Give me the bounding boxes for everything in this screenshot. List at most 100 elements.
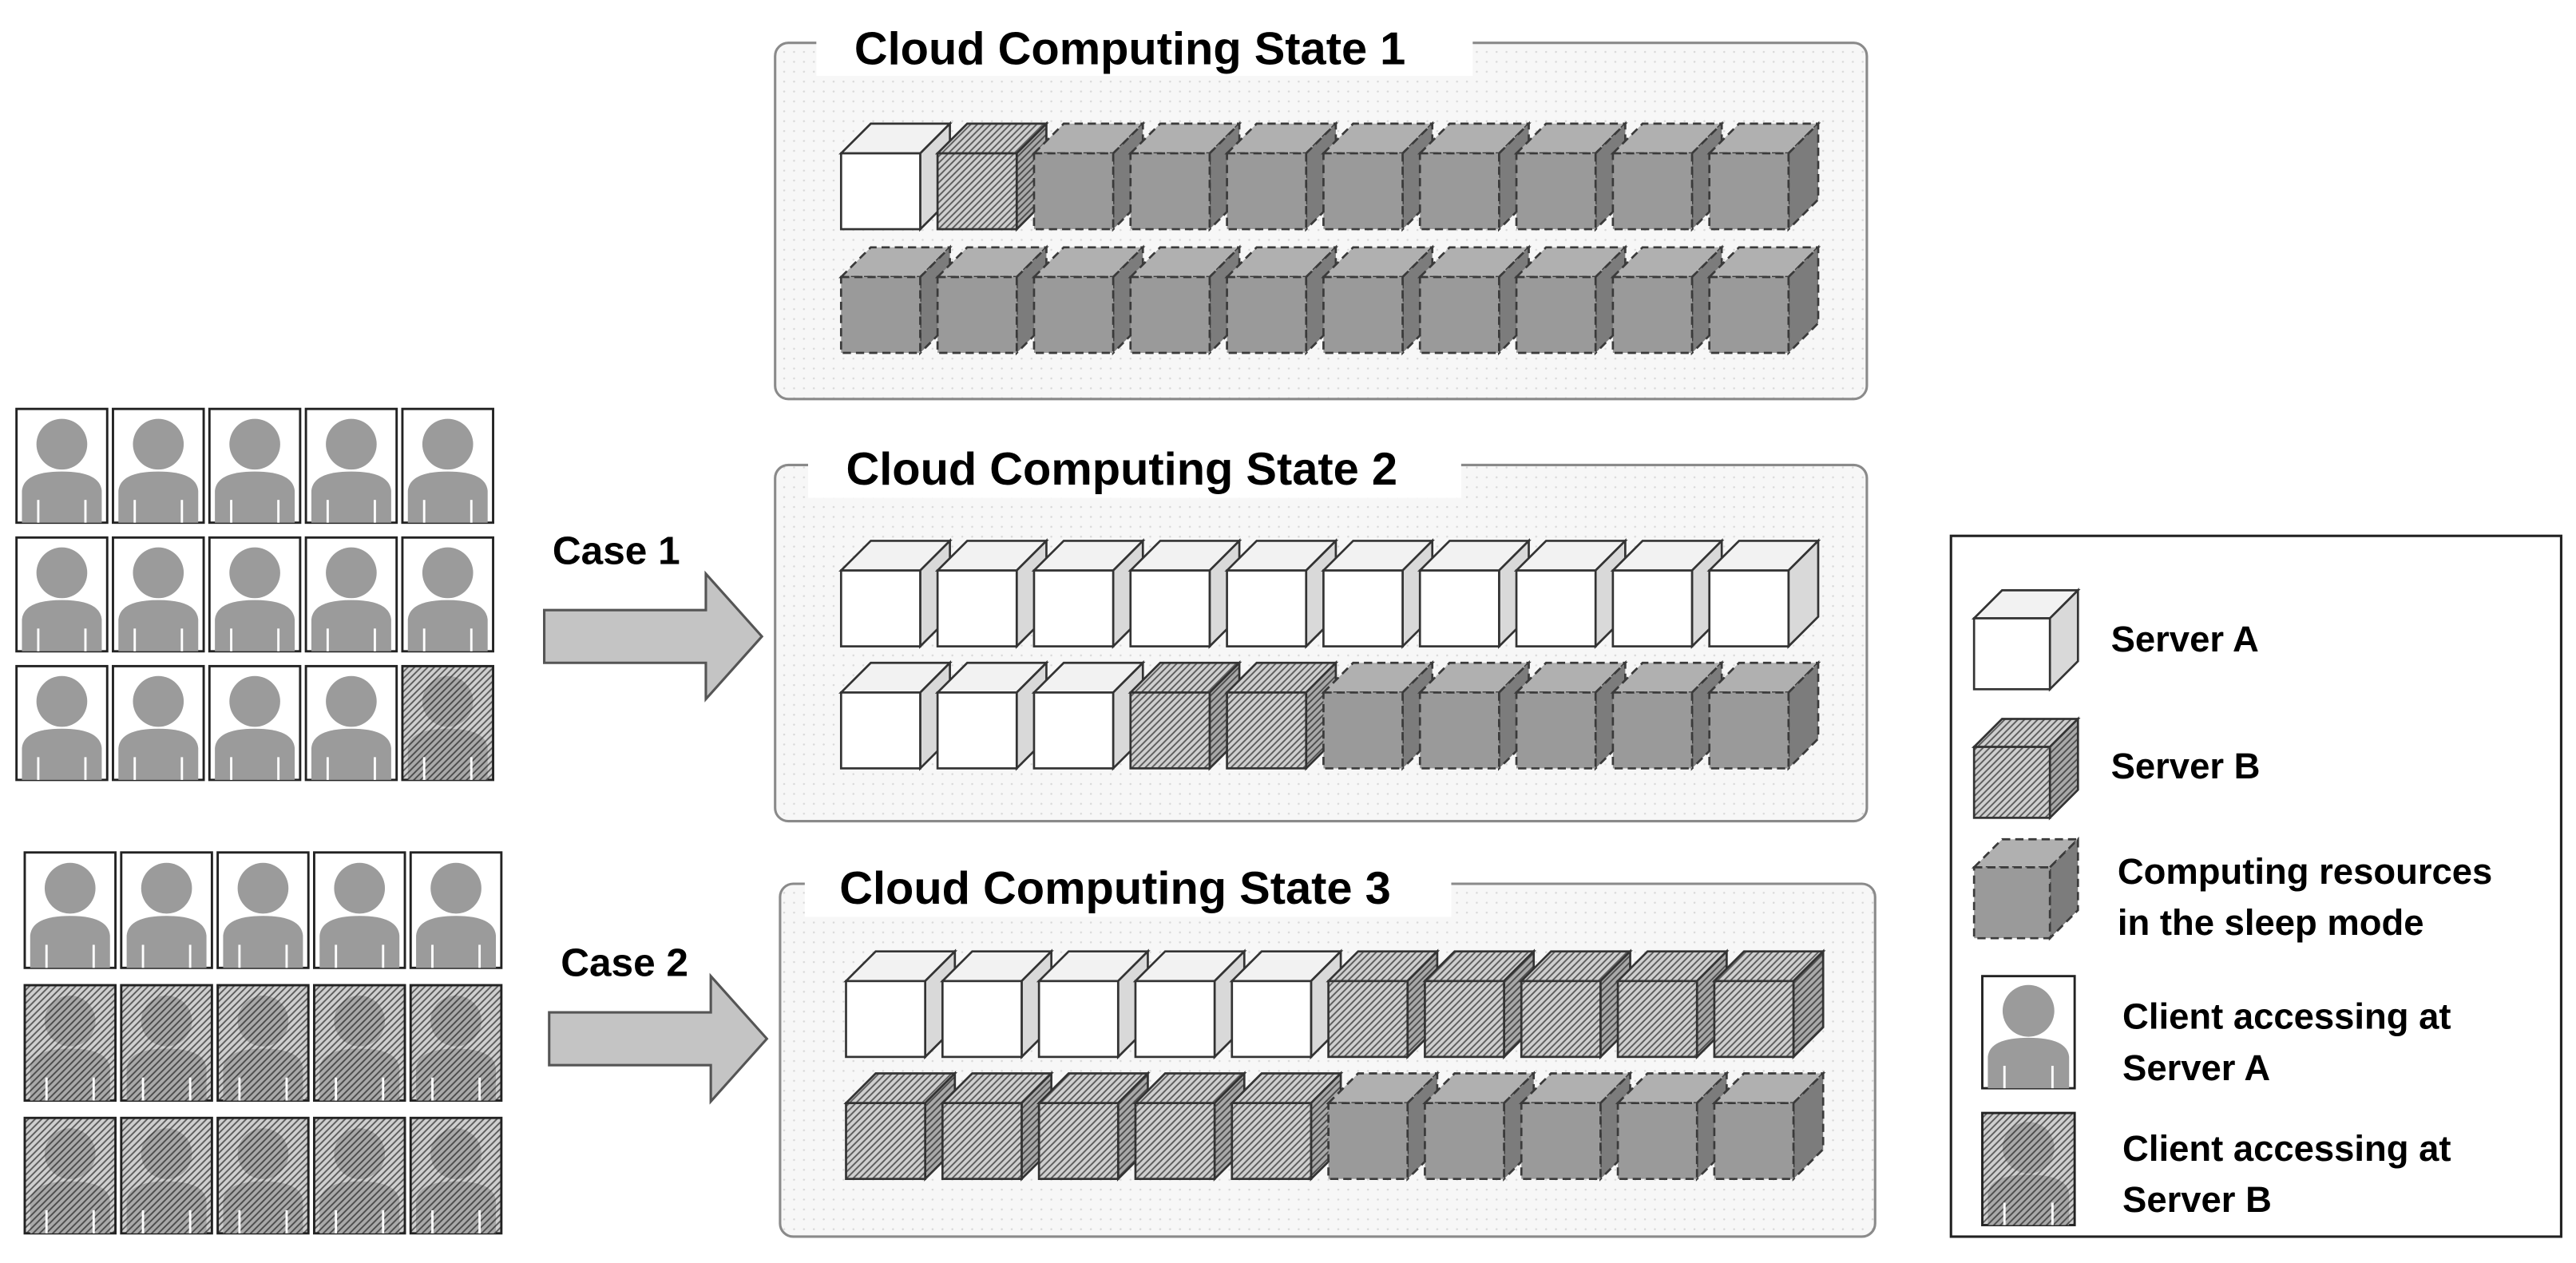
sleep-mode-cube [1326, 1071, 1441, 1182]
server-b-cube [1711, 948, 1826, 1060]
client-server-b-icon [401, 664, 494, 782]
sleep-mode-cube [1610, 121, 1725, 232]
client-server-a-icon [120, 851, 213, 969]
sleep-mode-cube [1615, 1071, 1730, 1182]
client-server-b-icon [409, 1116, 503, 1235]
client-server-b-icon [312, 984, 406, 1103]
server-b-cube [1229, 1071, 1344, 1182]
sleep-mode-cube [1518, 1071, 1633, 1182]
sleep-mode-cube [1417, 121, 1532, 232]
client-server-b-icon [312, 1116, 406, 1235]
client-server-a-icon [312, 851, 406, 969]
server-a-cube [1417, 538, 1532, 649]
client-server-a-icon [15, 664, 109, 782]
sleep-mode-cube [1513, 660, 1628, 771]
sleep-mode-icon [1971, 836, 2081, 941]
server-a-cube [1127, 538, 1242, 649]
server-b-cube [1132, 1071, 1247, 1182]
client-server-a-icon [1981, 975, 2076, 1090]
sleep-mode-cube [1422, 1071, 1536, 1182]
sleep-mode-cube [1224, 121, 1339, 232]
client-server-a-icon [304, 664, 398, 782]
server-b-cube [1518, 948, 1633, 1060]
client-server-b-icon [216, 984, 310, 1103]
state-title-bg [807, 438, 1461, 498]
client-server-b-icon [120, 1116, 213, 1235]
server-a-cube [934, 660, 1049, 771]
client-server-b-icon [1981, 1111, 2076, 1226]
state-title-bg [816, 16, 1473, 77]
server-a-cube [838, 660, 953, 771]
client-server-b-icon [409, 984, 503, 1103]
sleep-mode-cube [1224, 244, 1339, 356]
server-a-cube [1132, 948, 1247, 1060]
client-grid-case-2 [23, 851, 503, 1235]
server-a-cube [838, 121, 953, 232]
sleep-mode-cube [1513, 121, 1628, 232]
server-a-icon [1971, 588, 2081, 692]
state-panel-1: Cloud Computing State 1 [774, 16, 1869, 401]
server-a-cube [1610, 538, 1725, 649]
client-server-b-icon [23, 1116, 117, 1235]
server-a-cube [1036, 948, 1151, 1060]
server-b-cube [1036, 1071, 1151, 1182]
sleep-mode-cube [1127, 121, 1242, 232]
server-b-icon [1971, 716, 2081, 821]
client-server-a-icon [208, 664, 302, 782]
state-title-bg [804, 857, 1452, 917]
sleep-mode-cube [1321, 660, 1435, 771]
client-server-b-icon [120, 984, 213, 1103]
server-a-cube [838, 538, 953, 649]
state-title: Cloud Computing State 1 [854, 24, 1406, 75]
sleep-mode-cube [1031, 244, 1146, 356]
client-server-a-icon [401, 536, 494, 653]
state-panel-3: Cloud Computing State 3 [779, 857, 1877, 1238]
server-a-cube [940, 948, 1054, 1060]
client-server-a-icon [208, 536, 302, 653]
server-b-cube [940, 1071, 1054, 1182]
sleep-mode-cube [1513, 244, 1628, 356]
server-a-cube [1229, 948, 1344, 1060]
state-title: Cloud Computing State 2 [846, 444, 1397, 495]
client-server-b-icon [216, 1116, 310, 1235]
server-a-cube [843, 948, 958, 1060]
sleep-mode-cube [1610, 244, 1725, 356]
client-server-a-icon [401, 407, 494, 525]
case-label: Case 2 [561, 940, 688, 985]
client-server-a-icon [216, 851, 310, 969]
legend-label-server-a: Server A [2111, 619, 2259, 659]
sleep-mode-cube [1031, 121, 1146, 232]
server-b-cube [934, 121, 1049, 232]
server-a-cube [1706, 538, 1821, 649]
right-arrow-icon [543, 570, 764, 703]
sleep-mode-cube [1706, 244, 1821, 356]
sleep-mode-cube [1127, 244, 1242, 356]
case-1-arrow: Case 1 [543, 528, 764, 703]
server-b-cube [1224, 660, 1339, 771]
sleep-mode-cube [1321, 244, 1435, 356]
sleep-mode-cube [838, 244, 953, 356]
server-b-cube [1422, 948, 1536, 1060]
client-server-a-icon [15, 536, 109, 653]
sleep-mode-cube [1417, 660, 1532, 771]
client-grid-case-1 [15, 407, 494, 782]
server-b-cube [843, 1071, 958, 1182]
client-server-a-icon [409, 851, 503, 969]
client-server-a-icon [304, 536, 398, 653]
sleep-mode-cube [934, 244, 1049, 356]
sleep-mode-cube [1610, 660, 1725, 771]
state-panel-2: Cloud Computing State 2 [774, 438, 1869, 823]
sleep-mode-cube [1706, 121, 1821, 232]
legend-icons [1971, 588, 2081, 1226]
client-server-a-icon [15, 407, 109, 525]
client-server-a-icon [112, 536, 205, 653]
server-a-cube [1031, 538, 1146, 649]
server-a-cube [1513, 538, 1628, 649]
server-grid [838, 538, 1821, 771]
server-a-cube [934, 538, 1049, 649]
